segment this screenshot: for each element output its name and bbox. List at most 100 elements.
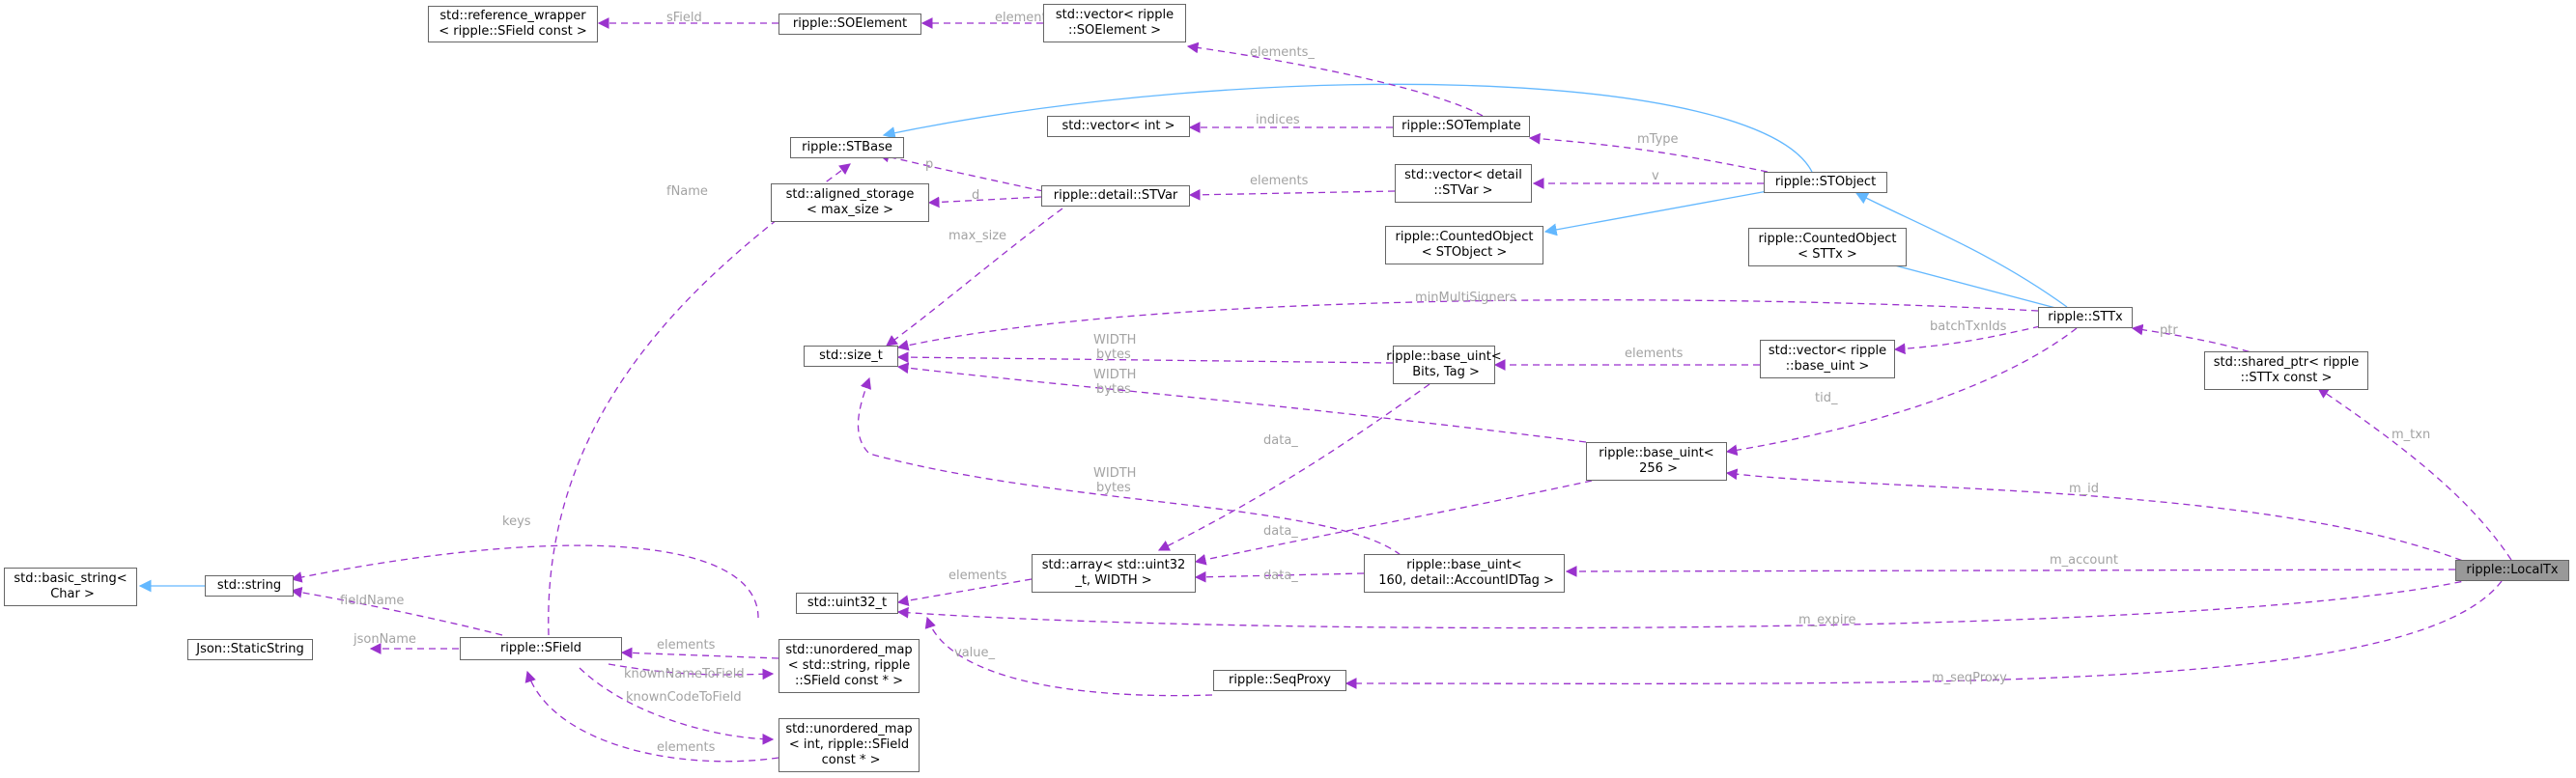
node-uint32[interactable]: std::uint32_t xyxy=(796,593,898,614)
edge-label-elements-umap-string: elements xyxy=(657,638,716,653)
width-bytes-3-line2: bytes xyxy=(1096,481,1131,495)
edge-label-mtype: mType xyxy=(1637,132,1679,147)
edge-base-uint-bits-to-size-t xyxy=(896,351,1394,364)
edge-localtx-to-shared-ptr xyxy=(2317,387,2512,561)
edge-stobject-to-counted-stobject xyxy=(1543,190,1769,236)
edge-base-uint-256-to-size-t xyxy=(896,362,1587,443)
node-seq-proxy[interactable]: ripple::SeqProxy xyxy=(1213,670,1346,691)
node-sotemplate[interactable]: ripple::SOTemplate xyxy=(1393,116,1530,137)
edge-label-tid: tid_ xyxy=(1815,391,1838,405)
edge-sotemplate-to-vec-soelement xyxy=(1186,42,1484,117)
edge-label-batch-txn-ids: batchTxnIds xyxy=(1930,320,2007,334)
edge-sttx-to-size-t xyxy=(896,299,2039,351)
edge-stvar-to-stbase xyxy=(877,151,1044,192)
edge-localtx-to-base-uint-256 xyxy=(1725,468,2474,566)
edge-stobject-to-stbase xyxy=(882,83,1813,173)
edge-umap-string-to-sfield xyxy=(620,647,779,659)
node-counted-stobject[interactable]: ripple::CountedObject < STObject > xyxy=(1385,226,1543,264)
edge-sttx-to-stobject xyxy=(1854,192,2068,308)
edge-label-elements-soelement: elements xyxy=(995,11,1054,25)
edge-base-uint-160-to-array xyxy=(1194,570,1365,583)
edge-base-uint-bits-to-array xyxy=(1157,383,1430,551)
node-sttx[interactable]: ripple::STTx xyxy=(2038,307,2133,328)
width-bytes-2-line2: bytes xyxy=(1096,382,1131,397)
edge-label-elements-vec-base-uint: elements xyxy=(1625,347,1684,361)
node-vector-stvar[interactable]: std::vector< detail ::STVar > xyxy=(1395,164,1532,203)
edge-umap-string-to-string xyxy=(290,544,759,619)
edge-label-elements-sotemplate: elements_ xyxy=(1250,45,1315,60)
edge-shared-ptr-to-sttx xyxy=(2131,323,2261,356)
edge-label-m-id: m_id xyxy=(2069,482,2099,496)
node-stbase[interactable]: ripple::STBase xyxy=(790,137,904,158)
node-basic-string[interactable]: std::basic_string< Char > xyxy=(4,568,137,606)
width-bytes-1-line1: WIDTH xyxy=(1093,333,1136,347)
edge-localtx-to-base-uint-160 xyxy=(1565,566,2456,577)
edge-label-data-160: data_ xyxy=(1263,569,1298,583)
edge-label-fname: fName xyxy=(666,184,708,199)
node-aligned-storage[interactable]: std::aligned_storage < max_size > xyxy=(771,183,929,222)
edge-label-m-account: m_account xyxy=(2050,553,2118,568)
edge-seqproxy-to-uint32 xyxy=(924,616,1213,697)
node-vector-base-uint[interactable]: std::vector< ripple ::base_uint > xyxy=(1760,340,1895,378)
edge-label-sfield: sField xyxy=(666,11,702,25)
edge-label-known-name-to-field: knownNameToField xyxy=(624,667,745,681)
edge-umap-int-to-sfield xyxy=(524,670,779,763)
node-vector-int[interactable]: std::vector< int > xyxy=(1047,116,1190,137)
edge-label-elements-umap-int: elements xyxy=(657,740,716,755)
edge-label-indices: indices xyxy=(1256,113,1300,127)
node-shared-ptr-sttx[interactable]: std::shared_ptr< ripple ::STTx const > xyxy=(2204,351,2368,390)
node-json-static-string[interactable]: Json::StaticString xyxy=(187,639,313,660)
node-base-uint-160[interactable]: ripple::base_uint< 160, detail::AccountI… xyxy=(1364,554,1565,593)
node-sfield[interactable]: ripple::SField xyxy=(460,637,622,660)
edge-label-v: v xyxy=(1652,169,1659,183)
edge-sttx-to-vec-base-uint xyxy=(1893,325,2041,355)
node-vector-soelement[interactable]: std::vector< ripple ::SOElement > xyxy=(1043,4,1186,42)
edge-label-keys: keys xyxy=(502,514,531,529)
edge-label-known-code-to-field: knownCodeToField xyxy=(626,690,742,705)
edge-stvar-to-size-t xyxy=(886,208,1063,347)
edge-label-max-size: max_size xyxy=(948,229,1006,243)
edge-sfield-to-umap-string xyxy=(608,663,775,681)
node-stobject[interactable]: ripple::STObject xyxy=(1764,172,1887,193)
edge-label-data-bits: data_ xyxy=(1263,433,1298,448)
edge-label-json-name: jsonName xyxy=(353,632,416,647)
node-base-uint-256[interactable]: ripple::base_uint< 256 > xyxy=(1586,442,1727,481)
node-string[interactable]: std::string xyxy=(205,575,294,597)
node-counted-sttx[interactable]: ripple::CountedObject < STTx > xyxy=(1748,228,1907,266)
node-array-uint32[interactable]: std::array< std::uint32 _t, WIDTH > xyxy=(1032,554,1196,593)
edge-localtx-to-seqproxy xyxy=(1345,580,2503,689)
edge-label-p: p xyxy=(925,157,933,172)
edge-stvar-to-aligned xyxy=(927,196,1042,208)
node-reference-wrapper[interactable]: std::reference_wrapper < ripple::SField … xyxy=(428,6,598,42)
node-size-t[interactable]: std::size_t xyxy=(804,346,898,367)
node-unordered-map-string[interactable]: std::unordered_map < std::string, ripple… xyxy=(778,639,920,693)
node-local-tx[interactable]: ripple::LocalTx xyxy=(2455,560,2569,581)
node-stvar[interactable]: ripple::detail::STVar xyxy=(1041,185,1190,207)
edge-label-min-multi-signers: minMultiSigners xyxy=(1415,291,1516,305)
edge-label-d: d xyxy=(972,188,979,203)
edge-label-ptr: ptr xyxy=(2160,323,2178,338)
edge-stobject-to-sotemplate xyxy=(1528,132,1769,173)
edge-base-uint-256-to-array xyxy=(1194,480,1593,566)
edge-sfield-to-umap-int xyxy=(579,667,775,745)
node-unordered-map-int[interactable]: std::unordered_map < int, ripple::SField… xyxy=(778,718,920,772)
edge-label-elements-uint32: elements xyxy=(948,569,1007,583)
edge-label-elements-stvar: elements xyxy=(1250,174,1309,188)
edge-label-value: value_ xyxy=(954,646,996,660)
edge-vec-stvar-to-stvar xyxy=(1188,188,1396,201)
node-base-uint-bits-tag[interactable]: ripple::base_uint< Bits, Tag > xyxy=(1386,346,1502,384)
edge-sfield-to-stbase xyxy=(548,163,851,636)
width-bytes-3-line1: WIDTH xyxy=(1093,466,1136,481)
node-soelement[interactable]: ripple::SOElement xyxy=(778,14,921,35)
edge-sfield-to-string xyxy=(290,586,503,636)
width-bytes-1-line2: bytes xyxy=(1096,347,1131,362)
edge-label-data-256: data_ xyxy=(1263,524,1298,539)
edge-label-field-name: fieldName xyxy=(340,594,404,608)
edge-label-m-seq-proxy: m_seqProxy xyxy=(1932,671,2007,685)
edge-label-m-txn: m_txn xyxy=(2392,428,2430,442)
